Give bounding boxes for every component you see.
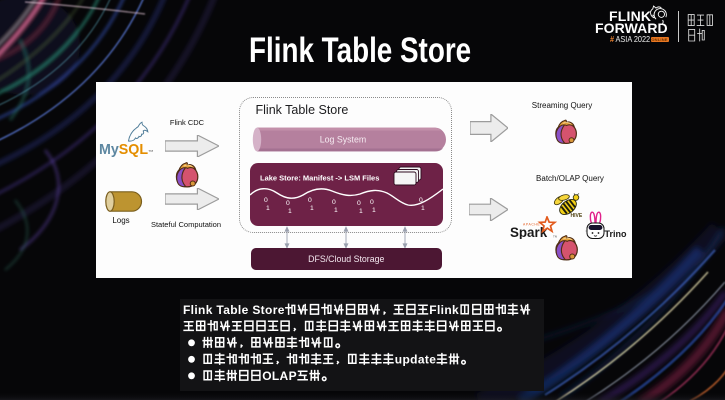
svg-text:0: 0: [264, 197, 268, 204]
svg-text:Flink Table Store: Flink Table Store: [183, 303, 285, 317]
svg-text:APACHE: APACHE: [523, 222, 540, 226]
svg-text:0: 0: [357, 200, 361, 207]
svg-text:0: 0: [332, 199, 336, 206]
svg-text:0: 0: [419, 197, 423, 204]
svg-text:1: 1: [266, 205, 270, 212]
svg-text:1: 1: [372, 207, 376, 214]
svg-text:1: 1: [310, 205, 314, 212]
svg-text:Lake Store: Manifest -> LSM Fi: Lake Store: Manifest -> LSM Files: [260, 174, 379, 183]
svg-text:0: 0: [370, 199, 374, 206]
svg-text:update: update: [395, 352, 436, 366]
svg-text:Flink: Flink: [429, 303, 459, 317]
svg-text:HIVE: HIVE: [571, 213, 583, 218]
svg-text:TM: TM: [553, 234, 557, 238]
svg-text:0: 0: [286, 200, 290, 207]
svg-text:OLAP: OLAP: [262, 369, 297, 383]
svg-text:1: 1: [334, 207, 338, 214]
svg-text:1: 1: [288, 208, 292, 215]
svg-text:Spark: Spark: [510, 224, 548, 238]
svg-text:Log System: Log System: [319, 135, 365, 145]
svg-text:1: 1: [421, 205, 425, 212]
svg-text:0: 0: [308, 197, 312, 204]
svg-text:1: 1: [359, 208, 363, 215]
